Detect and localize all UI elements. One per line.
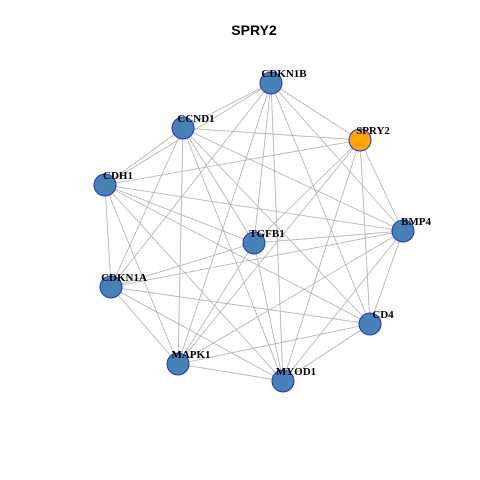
node-ccnd1	[171, 116, 195, 140]
node-bmp4	[391, 219, 415, 243]
node-label-spry2: SPRY2	[356, 125, 390, 137]
edge-cdkn1a-myod1	[110, 286, 284, 382]
edge-spry2-cdh1	[104, 139, 361, 186]
edge-cdkn1b-myod1	[270, 82, 284, 382]
edge-cdkn1b-mapk1	[177, 82, 272, 365]
edge-spry2-bmp4	[359, 139, 404, 232]
edge-cdh1-bmp4	[104, 184, 404, 232]
node-label-cdkn1b: CDKN1B	[261, 68, 307, 80]
edge-cdkn1b-cdkn1a	[110, 82, 272, 288]
edge-spry2-myod1	[282, 139, 361, 382]
edge-tgfb1-myod1	[253, 242, 284, 382]
node-label-cdkn1a: CDKN1A	[101, 272, 147, 284]
node-label-cdh1: CDH1	[103, 170, 133, 182]
edge-bmp4-cd4	[369, 230, 404, 325]
edge-mapk1-myod1	[177, 363, 284, 382]
node-label-tgfb1: TGFB1	[249, 228, 284, 240]
edge-spry2-tgfb1	[253, 139, 361, 244]
edge-bmp4-mapk1	[177, 230, 404, 365]
node-tgfb1	[242, 231, 266, 255]
edge-ccnd1-tgfb1	[182, 127, 255, 244]
node-spry2	[348, 128, 372, 152]
edge-ccnd1-myod1	[182, 127, 284, 382]
edge-cdkn1b-ccnd1	[182, 82, 272, 129]
graph-title: SPRY2	[231, 22, 277, 38]
node-cdkn1a	[99, 275, 123, 299]
edge-ccnd1-bmp4	[182, 127, 404, 232]
node-label-ccnd1: CCND1	[177, 113, 214, 125]
node-label-mapk1: MAPK1	[171, 349, 210, 361]
edge-ccnd1-cd4	[182, 127, 371, 325]
node-cd4	[358, 312, 382, 336]
edge-spry2-cd4	[359, 139, 371, 325]
node-mapk1	[166, 352, 190, 376]
edge-ccnd1-cdh1	[104, 127, 184, 186]
edge-cdkn1b-bmp4	[270, 82, 404, 232]
edge-ccnd1-cdkn1a	[110, 127, 184, 288]
edge-ccnd1-mapk1	[177, 127, 184, 365]
edge-tgfb1-cdkn1a	[110, 242, 255, 288]
node-cdh1	[93, 173, 117, 197]
node-cdkn1b	[259, 71, 283, 95]
edge-cd4-mapk1	[177, 323, 371, 365]
edge-bmp4-myod1	[282, 230, 404, 382]
nodes-layer	[93, 71, 415, 393]
edge-cdkn1b-spry2	[270, 82, 361, 141]
edge-cdkn1b-tgfb1	[253, 82, 272, 244]
edge-cdh1-cdkn1a	[104, 184, 112, 288]
edge-cdkn1b-cd4	[270, 82, 371, 325]
edge-spry2-mapk1	[177, 139, 361, 365]
edge-cd4-myod1	[282, 323, 371, 382]
node-myod1	[271, 369, 295, 393]
node-label-bmp4: BMP4	[401, 216, 431, 228]
edges-layer	[104, 82, 404, 382]
edge-bmp4-tgfb1	[253, 230, 404, 244]
node-label-cd4: CD4	[372, 309, 394, 321]
edge-cdh1-mapk1	[104, 184, 179, 365]
edge-cdkn1a-mapk1	[110, 286, 179, 365]
edge-cdh1-cd4	[104, 184, 371, 325]
edge-ccnd1-spry2	[182, 127, 361, 141]
edge-cdh1-tgfb1	[104, 184, 255, 244]
edge-cdkn1a-cd4	[110, 286, 371, 325]
node-label-myod1: MYOD1	[276, 366, 316, 378]
edge-tgfb1-mapk1	[177, 242, 255, 365]
